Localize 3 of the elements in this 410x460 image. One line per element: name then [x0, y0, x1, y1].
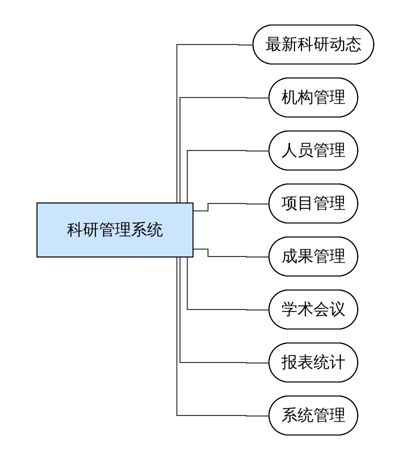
node-box: 科研管理系统: [36, 202, 194, 258]
connector: [192, 203, 270, 212]
connector: [192, 248, 270, 258]
